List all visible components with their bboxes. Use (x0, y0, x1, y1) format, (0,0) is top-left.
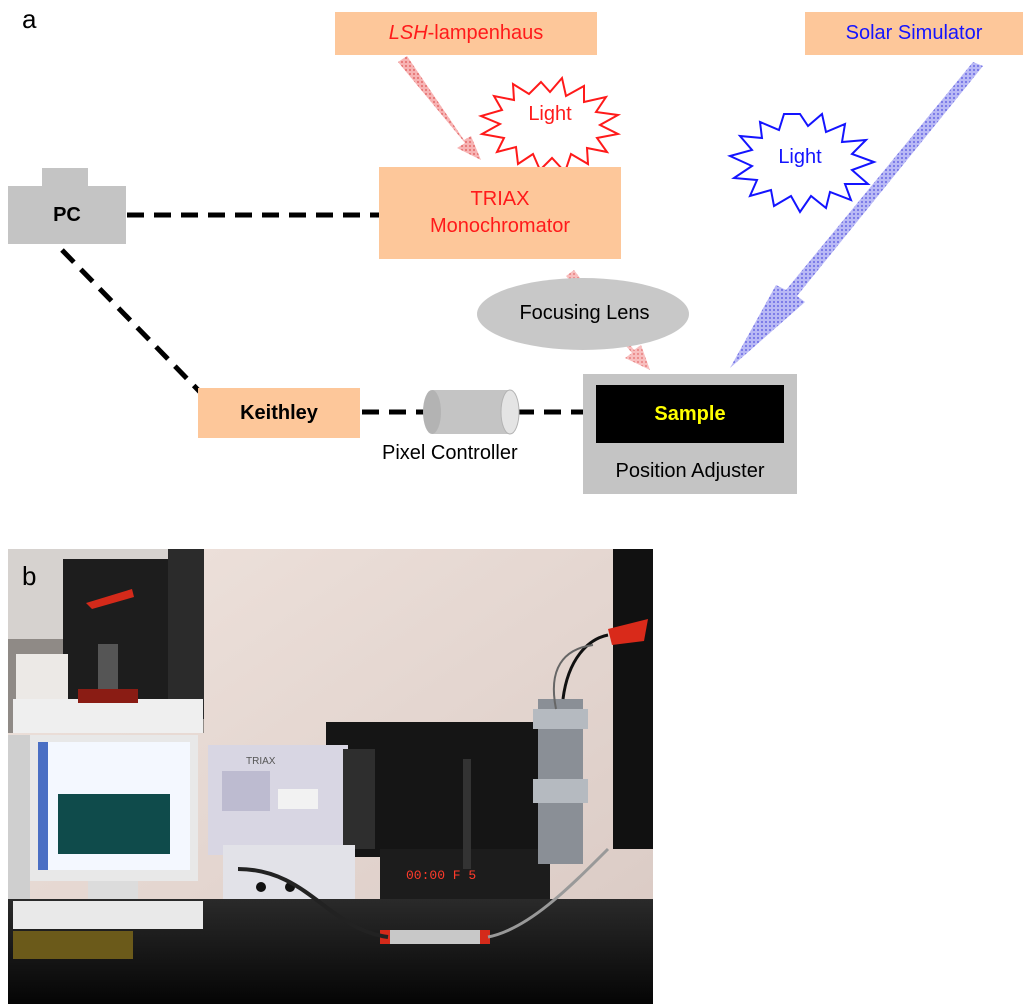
sample-stage-photo (463, 619, 648, 869)
photograph-drawing: TRIAX 00:00 F 5 (8, 549, 653, 1004)
triax-photo-label: TRIAX (246, 756, 276, 767)
keithley-label: Keithley (240, 401, 318, 424)
keyboard-photo (13, 901, 203, 929)
solar-simulator-box: Solar Simulator (805, 12, 1023, 55)
sample-label: Sample (654, 402, 726, 425)
inset-photo (8, 549, 204, 733)
setup-photograph: TRIAX 00:00 F 5 (8, 549, 653, 1004)
triax-box: TRIAX Monochromator (379, 167, 621, 259)
panel-a-letter: a (22, 4, 37, 34)
schematic-diagram (60, 56, 983, 435)
pc-box: PC (8, 186, 126, 244)
triax-label-line2: Monochromator (429, 215, 571, 237)
panel-b-letter: b (22, 561, 37, 591)
position-adjuster-label: Position Adjuster (615, 460, 765, 482)
triax-label-line1: TRIAX (470, 188, 530, 210)
focusing-lens-label: Focusing Lens (519, 302, 650, 324)
solar-light-beam (730, 62, 983, 368)
pixel-controller-label: Pixel Controller (382, 442, 518, 464)
red-light-label: Light (528, 103, 572, 125)
lamp-box: LSH-lampenhaus (335, 12, 597, 55)
keithley-readout: 00:00 F 5 (406, 868, 476, 883)
sample-box: Sample (596, 385, 784, 443)
computer-monitor (8, 735, 198, 905)
blue-light-burst (727, 112, 877, 214)
lamp-light-beam (398, 56, 481, 160)
pixel-controller-cylinder (423, 389, 520, 435)
keithley-box: Keithley (198, 388, 360, 438)
position-adjuster-box: Sample Position Adjuster (583, 374, 797, 494)
triax-photo-unit: TRIAX (208, 745, 375, 855)
focusing-lens-shape (477, 278, 689, 350)
lamp-label: LSH-lampenhaus (388, 22, 544, 44)
pc-top-tab (42, 168, 88, 188)
pc-label: PC (53, 203, 81, 226)
blue-light-label: Light (778, 146, 822, 168)
pc-to-keithley-link (60, 248, 202, 394)
